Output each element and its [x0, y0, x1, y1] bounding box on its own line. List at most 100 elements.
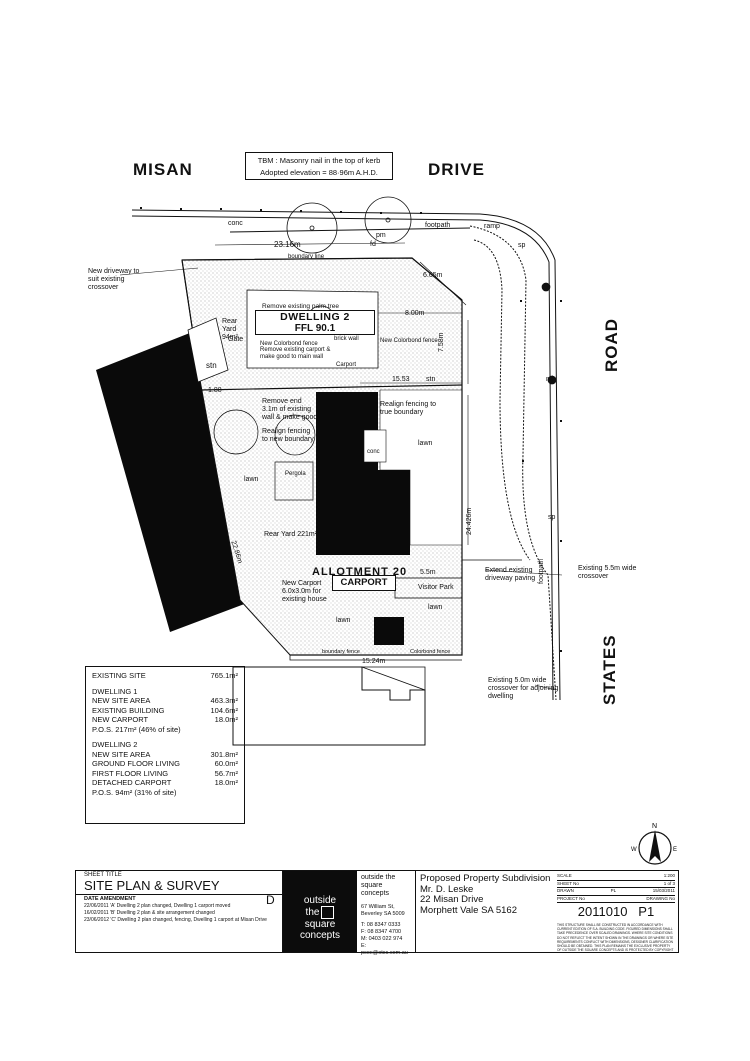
- logo-word-2-row: the: [283, 906, 357, 919]
- tbm-line-2: Adopted elevation = 88·96m A.H.D.: [260, 168, 378, 177]
- label-rear-yard-221: Rear Yard 221m²: [264, 531, 318, 538]
- project-number: 2011010: [577, 904, 628, 919]
- copyright-note: THIS STRUCTURE SHALL BE CONSTRUCTED IN A…: [557, 923, 674, 951]
- drawing-no-label: DRAWING No: [646, 895, 675, 901]
- d2-row-3-value: 18.0m²: [214, 778, 238, 787]
- title-block: SHEET TITLE SITE PLAN & SURVEY D DATE AM…: [75, 870, 679, 956]
- label-dim-2426: 24.426m: [466, 507, 473, 535]
- scale-value: 1:200: [663, 873, 675, 878]
- amendment-row: 16/02/2011 'B' Dwelling 2 plan & site ar…: [84, 910, 215, 916]
- label-realign-fence-new: Realign fencing to new boundary: [262, 428, 314, 443]
- label-sp-2: sp: [548, 514, 556, 521]
- label-mh: mh: [546, 376, 556, 383]
- spot-levels: [140, 207, 562, 652]
- label-dim-55: 5.5m: [420, 569, 436, 576]
- label-gate-1: Gate: [228, 336, 244, 343]
- existing-site-label: EXISTING SITE: [92, 671, 146, 680]
- project-no-label: PROJECT No: [557, 895, 585, 901]
- label-remove-carport: Remove existing carport & make good to m…: [260, 347, 331, 360]
- street-name-states: STATES: [600, 634, 619, 705]
- firm-contact-cell: outside the square concepts 67 William S…: [358, 871, 416, 956]
- d1-row-1-value: 104.6m²: [210, 705, 238, 715]
- label-lawn-3: lawn: [336, 617, 351, 624]
- label-remove-palm: Remove existing palm tree: [262, 303, 339, 310]
- street-trees: [286, 196, 412, 254]
- firm-phone: T: 08 8347 0333: [361, 922, 401, 928]
- firm-address-1: 67 William St,: [361, 904, 395, 910]
- label-ramp: ramp: [484, 223, 500, 230]
- d1-row-2-value: 18.0m²: [214, 715, 238, 724]
- d2-row-0-value: 301.8m²: [210, 749, 238, 759]
- label-footpath-top: footpath: [425, 222, 451, 229]
- project-info: Proposed Property Subdivision Mr. D. Les…: [420, 873, 550, 916]
- firm-address-2: Beverley SA 5009: [361, 911, 405, 917]
- label-new-colorbond: New Colorbond fence: [380, 338, 438, 344]
- d2-row: NEW SITE AREA 301.8m²: [92, 750, 238, 760]
- existing-site-value: 765.1m²: [210, 671, 238, 680]
- label-sp-1: sp: [518, 242, 526, 249]
- dwelling2-heading: DWELLING 2: [92, 740, 138, 749]
- label-carport-small: Carport: [336, 362, 357, 368]
- dwelling1-conc: [363, 429, 387, 463]
- north-e: E: [673, 847, 677, 853]
- label-lawn-2: lawn: [418, 440, 433, 447]
- sheet-title-cell: SHEET TITLE SITE PLAN & SURVEY D DATE AM…: [76, 871, 283, 952]
- d2-pos: P.O.S. 94m² (31% of site): [92, 787, 177, 797]
- label-pm: pm: [376, 232, 386, 239]
- dwelling1-heading: DWELLING 1: [92, 686, 138, 696]
- label-dim-2316: 23.16m: [274, 240, 301, 249]
- logo-square-icon: [321, 906, 335, 919]
- label-dim-800: 8.00m: [405, 310, 425, 317]
- dimension-lines: [119, 242, 563, 691]
- d2-row-0-key: NEW SITE AREA: [92, 749, 151, 759]
- label-boundary-line: boundary line: [288, 254, 325, 260]
- label-dim-665: 6.65m: [423, 272, 443, 279]
- drawn-label: DRAWN: [557, 888, 574, 893]
- label-colorbond-bottom: Colorbond fence: [410, 649, 451, 655]
- scale-label: SCALE: [557, 873, 572, 878]
- sheet-title-label: SHEET TITLE: [84, 872, 122, 878]
- label-stn-1: stn: [206, 361, 217, 370]
- label-existing-50: Existing 5.0m wide crossover for adjoini…: [488, 677, 559, 700]
- north-arrow-icon: N E W: [631, 823, 677, 865]
- d2-row: DETACHED CARPORT 18.0m²: [92, 778, 238, 788]
- label-dim-1524: 15.24m: [362, 658, 386, 665]
- firm-mobile: M: 0403 022 974: [361, 936, 403, 942]
- sheet-title: SITE PLAN & SURVEY: [76, 879, 282, 895]
- label-dim-1553: 15.53: [392, 376, 410, 383]
- kerb-lines: [131, 209, 561, 701]
- amendment-row: 23/06/2012 'C' Dwelling 2 plan changed, …: [84, 917, 267, 923]
- d1-row-0-value: 463.3m²: [210, 696, 238, 705]
- firm-logo: outside the square concepts: [283, 871, 357, 952]
- dwelling2-label-box: DWELLING 2 FFL 90.1: [255, 310, 375, 335]
- label-extend-driveway: Extend existing driveway paving: [485, 567, 536, 582]
- label-boundary-fence: boundary fence: [322, 649, 360, 655]
- label-brickwall: brick wall: [334, 336, 359, 342]
- d1-row-2-key: NEW CARPORT: [92, 715, 149, 724]
- sheet-value: 1 of 3: [663, 880, 675, 886]
- amendment-header: DATE AMENDMENT: [84, 896, 136, 902]
- d2-row-1-key: GROUND FLOOR LIVING: [92, 759, 180, 768]
- label-lawn-4: lawn: [428, 604, 443, 611]
- site-address-2: Morphett Vale SA 5162: [420, 904, 517, 916]
- stn-shed: [187, 317, 229, 383]
- street-name-drive: DRIVE: [428, 160, 485, 179]
- logo-word-4: concepts: [299, 930, 341, 941]
- label-existing-55: Existing 5.5m wide crossover: [578, 565, 637, 580]
- d1-row: NEW CARPORT 18.0m²: [92, 715, 238, 725]
- d2-row-3-key: DETACHED CARPORT: [92, 778, 172, 787]
- label-pergola: Pergola: [285, 471, 306, 477]
- revision-letter: D: [266, 893, 275, 907]
- d1-row-0-key: NEW SITE AREA: [92, 696, 151, 705]
- label-lawn-1: lawn: [244, 476, 259, 483]
- d1-row: NEW SITE AREA 463.3m²: [92, 696, 238, 706]
- project-cell: Proposed Property Subdivision Mr. D. Les…: [417, 871, 678, 952]
- north-n: N: [652, 823, 657, 830]
- drawn-value: PL: [610, 888, 617, 893]
- adjoining-building-bottom: [232, 666, 426, 746]
- site-address-1: 22 Misan Drive: [420, 894, 484, 905]
- amendment-row: 22/06/2011 'A' Dwelling 2 plan changed, …: [84, 903, 231, 909]
- tbm-line-1: TBM : Masonry nail in the top of kerb: [257, 156, 381, 165]
